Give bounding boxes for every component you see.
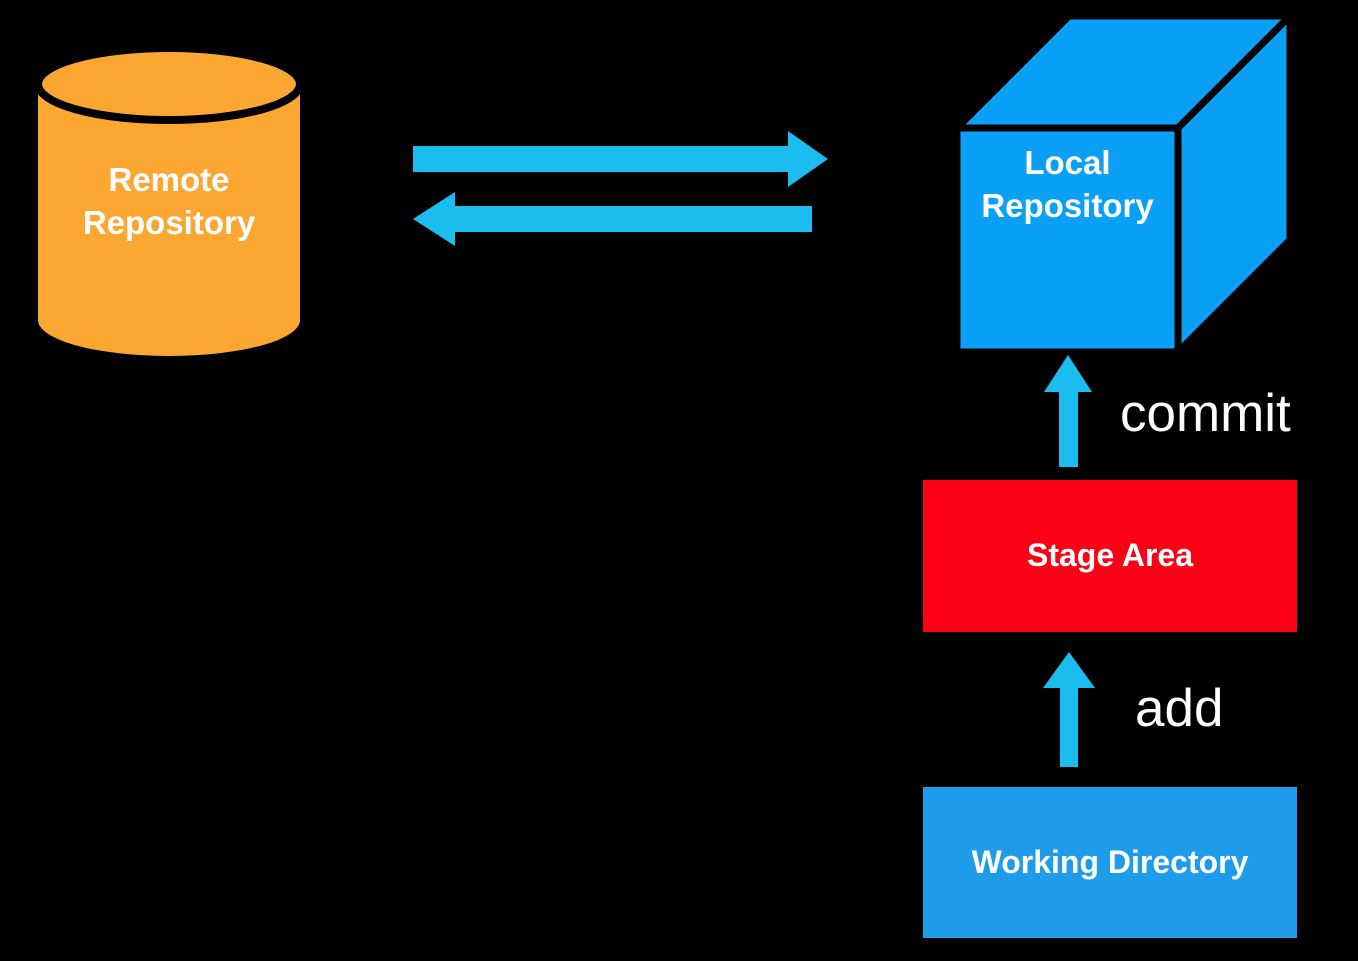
cylinder-body [38,84,300,356]
remote-repository-shape [34,44,304,356]
local-repository-shape [953,12,1294,356]
working-directory-label: Working Directory [971,843,1249,880]
remote-repository-label: Remote Repository [82,161,256,241]
add-edge-label: add [1135,679,1224,738]
arrow-commit [1044,355,1092,467]
cube-front-face [953,124,1182,356]
arrow-remote-to-local [413,131,828,187]
cylinder-top [34,44,304,124]
stage-area-shape [923,480,1297,632]
stage-area-label: Stage Area [1027,537,1193,574]
arrow-local-to-remote [413,192,812,246]
commit-edge-label: commit [1120,384,1291,443]
arrow-add [1043,652,1095,767]
working-directory-shape [923,787,1297,938]
local-repository-label: Local Repository [981,144,1154,224]
